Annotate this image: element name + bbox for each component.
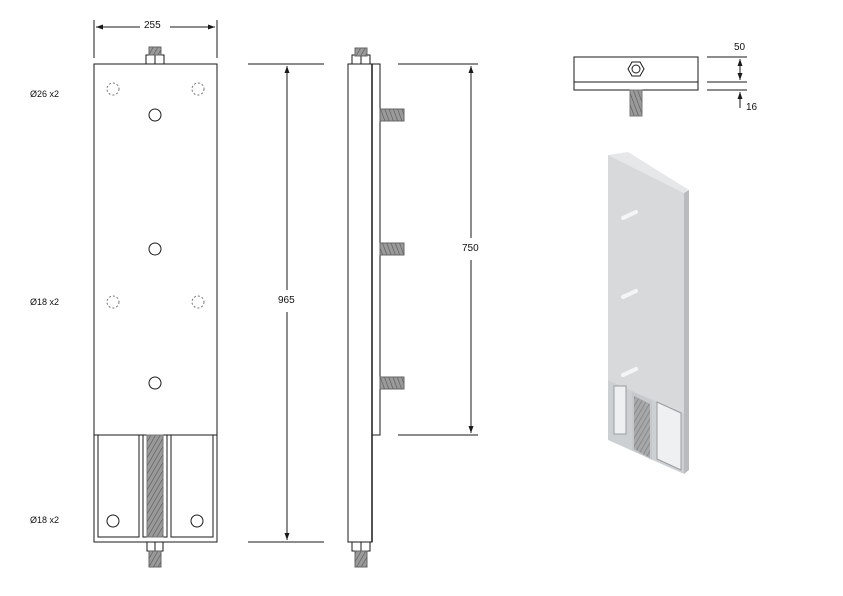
isometric-view <box>608 152 689 474</box>
top-view <box>573 56 747 117</box>
hole-label-18-bottom: Ø18 x2 <box>30 515 60 525</box>
side-view <box>347 47 405 568</box>
plate-height-dimension <box>398 63 478 436</box>
front-view <box>93 20 218 568</box>
hole-label-26: Ø26 x2 <box>30 89 60 99</box>
plate-height-dimension-label: 750 <box>461 243 480 254</box>
height-dimension <box>248 63 324 543</box>
plate-dimension-label: 16 <box>745 102 759 113</box>
thickness-dimension-label: 50 <box>733 42 747 53</box>
hole-label-18-mid: Ø18 x2 <box>30 297 60 307</box>
width-dimension-label: 255 <box>143 20 162 31</box>
height-dimension-label: 965 <box>277 295 296 306</box>
